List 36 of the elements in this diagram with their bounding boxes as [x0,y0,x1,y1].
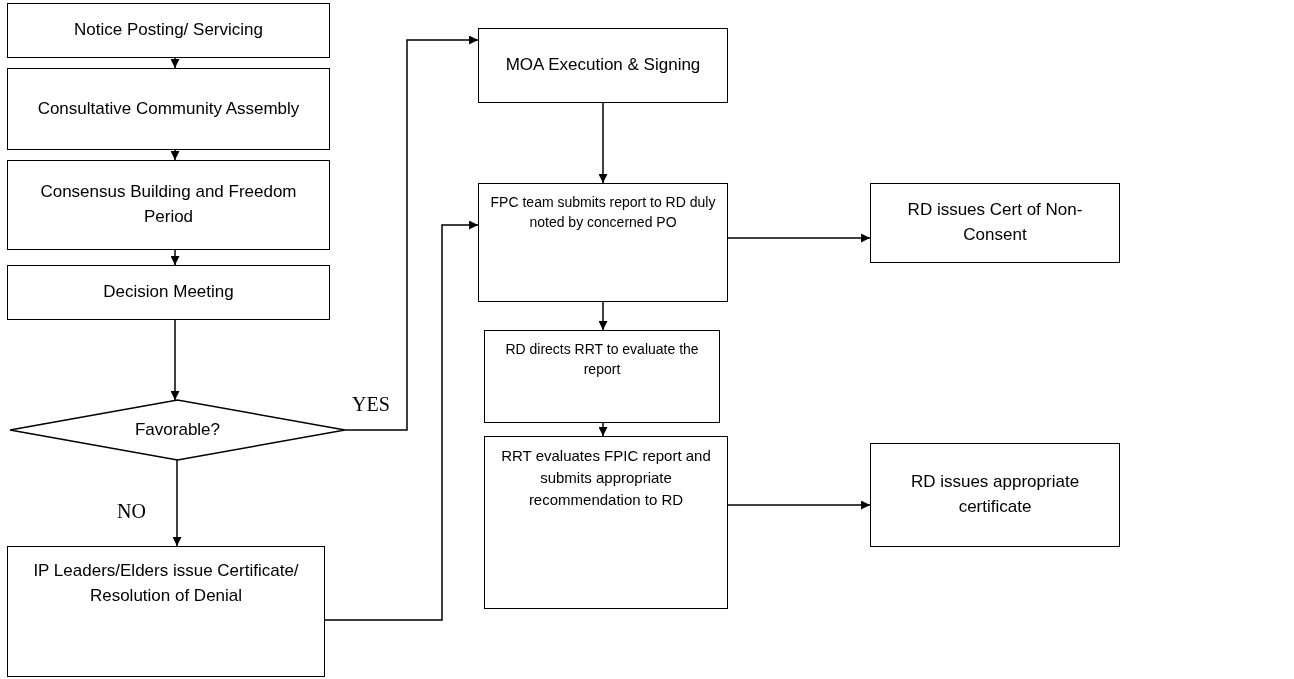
process-box [484,436,728,609]
arrow [170,57,180,69]
node-text: Decision Meeting [103,281,234,304]
node-text: RD issues appropriate certificate [909,471,1081,518]
process-box [7,160,330,250]
arrow [598,301,608,331]
node-text: Consultative Community Assembly [37,97,300,120]
arrow [598,422,608,437]
arrow [170,149,180,161]
node-text: MOA Execution & Signing [505,54,701,77]
process-box [7,546,325,677]
arrow [727,233,871,243]
process-box [7,68,330,150]
process-box [7,3,330,58]
arrow [172,459,182,547]
arrow [598,102,608,184]
node-text: RRT evaluates FPIC report and submits appropriate recommendation to RD [500,446,712,510]
process-box [870,443,1120,547]
node-text: Favorable? [134,418,221,441]
arrow [727,500,871,510]
decision-diamond [10,400,345,460]
node-text: RD issues Cert of Non-Consent [906,199,1084,246]
process-box [478,183,728,302]
node-text: IP Leaders/Elders issue Certificate/ Resolution of Denial [32,560,300,607]
node-text: Notice Posting/ Servicing [74,19,263,42]
node-text: FPC team submits report to RD duly noted by concerned PO [489,193,717,233]
arrow [170,319,180,401]
arrow [324,220,479,621]
process-box [484,330,720,423]
process-box [7,265,330,320]
node-text: RD directs RRT to evaluate the report [504,340,700,380]
process-box [870,183,1120,263]
node-text: Consensus Building and Freedom Period [39,181,298,228]
arrow [170,249,180,266]
process-box [478,28,728,103]
arrow [344,35,479,431]
